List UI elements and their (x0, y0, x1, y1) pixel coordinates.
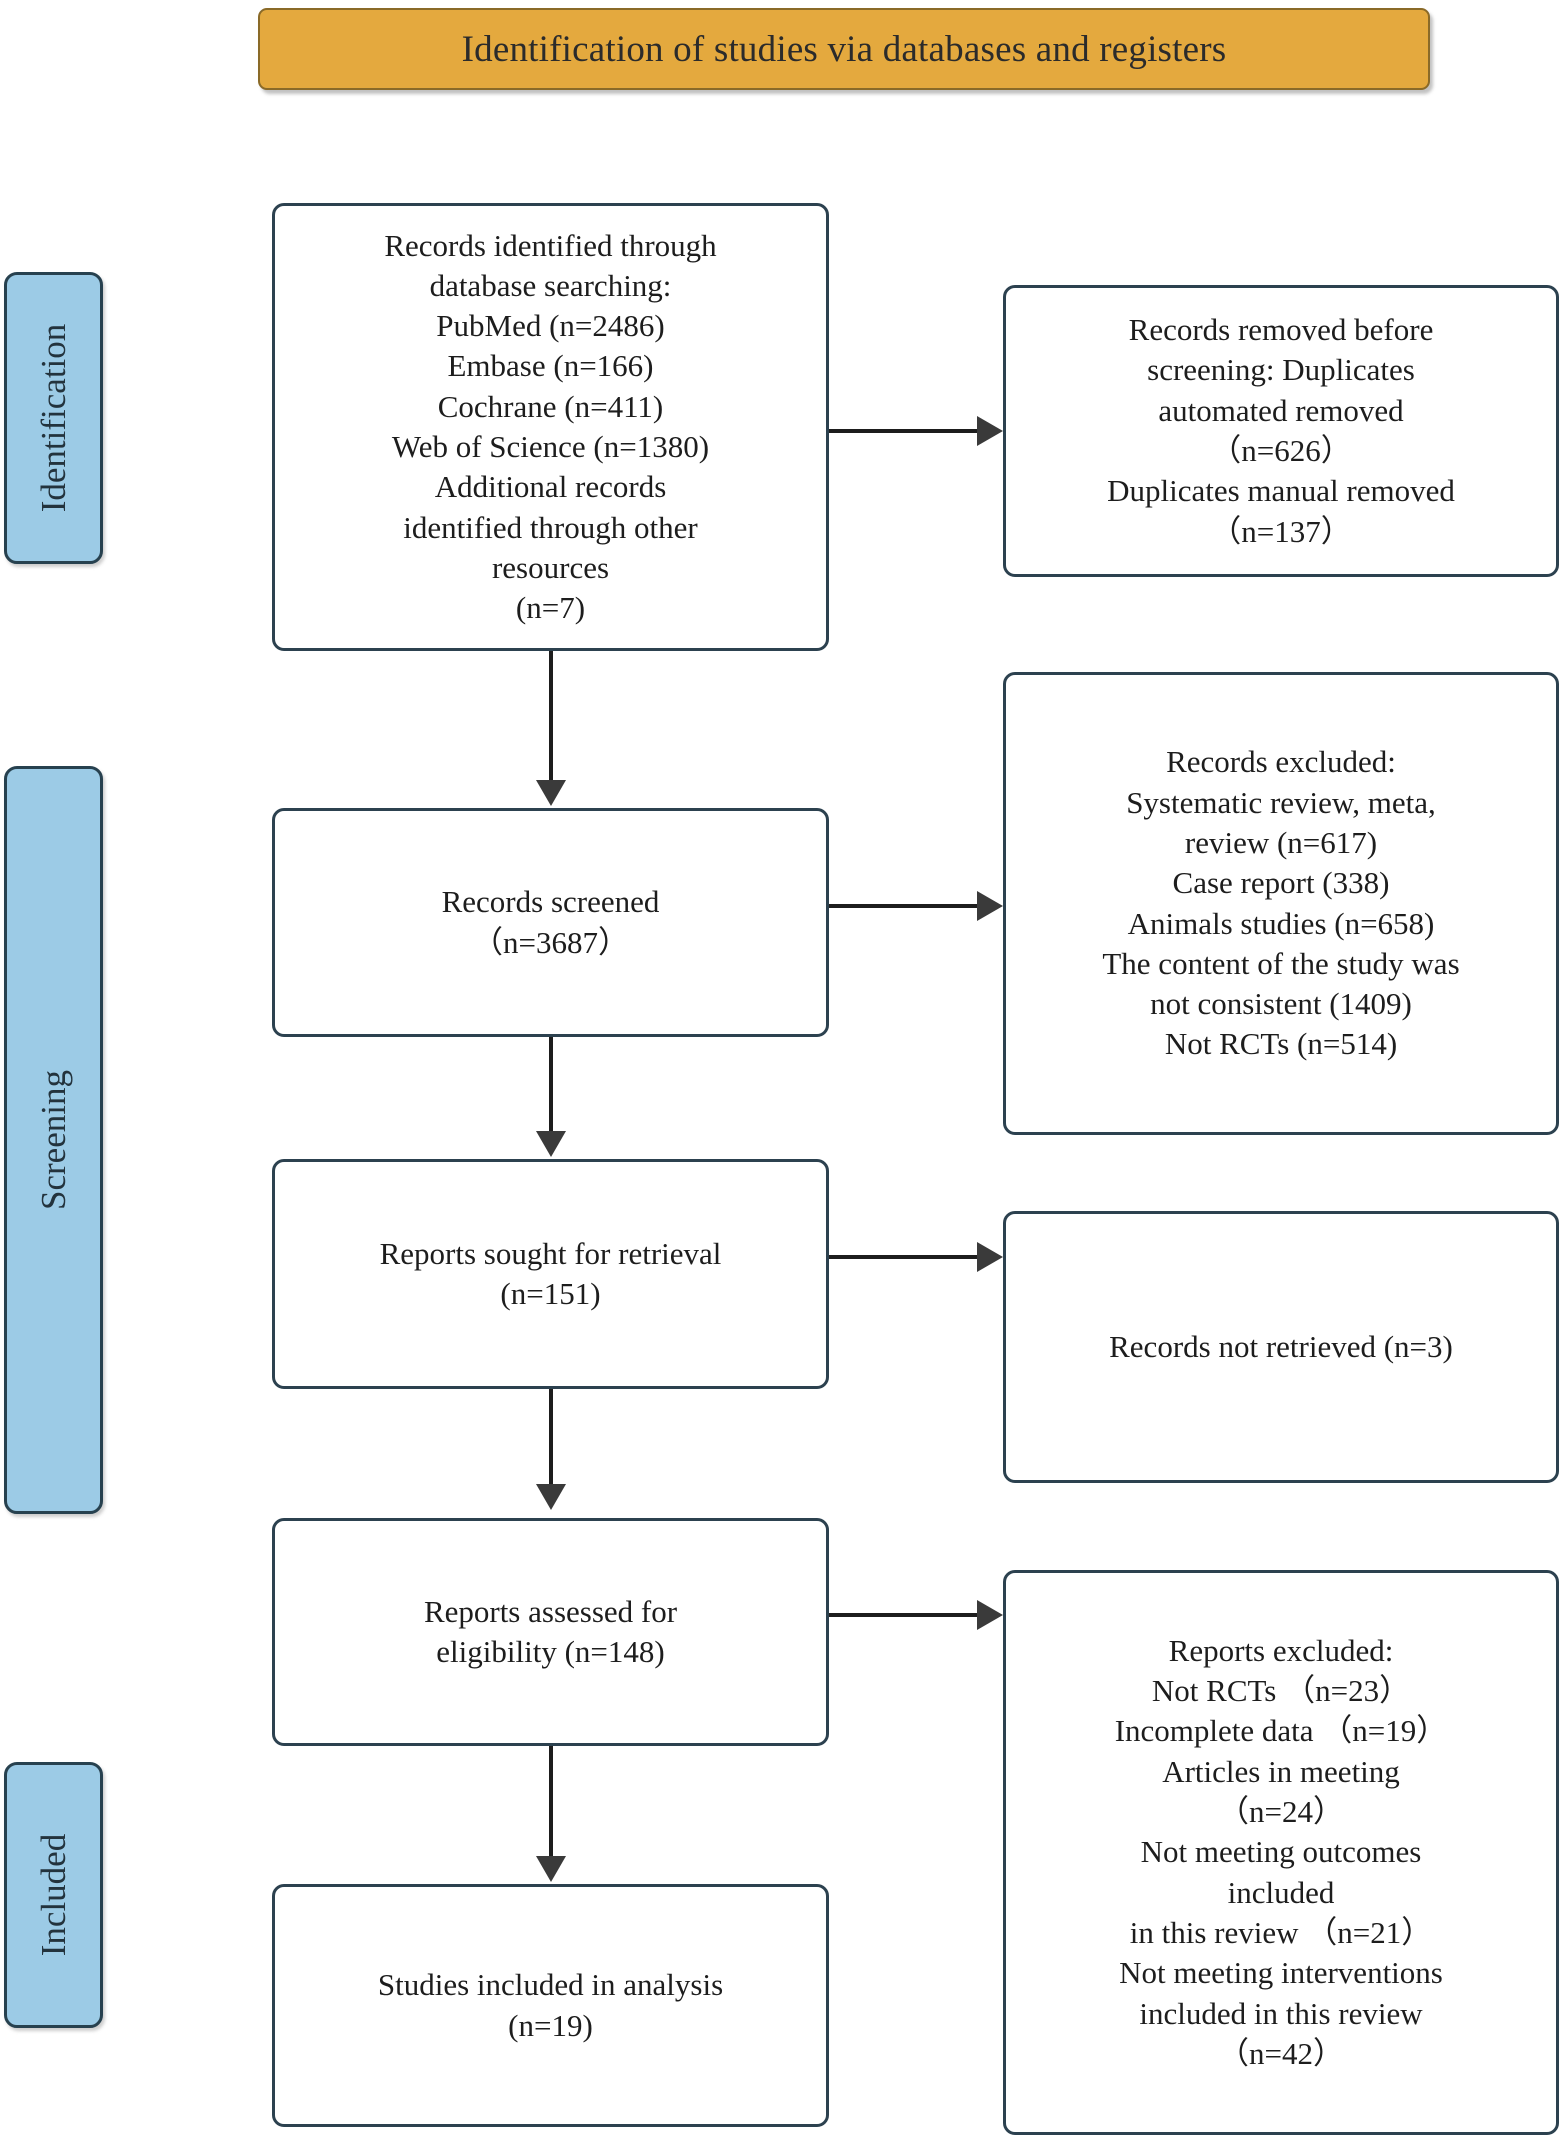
node-records-screened: Records screened（n=3687） (272, 808, 829, 1037)
phase-label-identification: Identification (4, 272, 103, 564)
arrowhead-identified-to-screened (536, 780, 566, 806)
node-reports-excluded: Reports excluded:Not RCTs （n=23）Incomple… (1003, 1570, 1559, 2135)
connector-sought-to-not-retrieved (829, 1255, 979, 1259)
phase-label-screening: Screening (4, 766, 103, 1514)
node-studies-included: Studies included in analysis(n=19) (272, 1884, 829, 2127)
node-records-screened-text: Records screened（n=3687） (441, 884, 660, 960)
phase-label-included-text: Included (33, 1833, 73, 1957)
connector-identified-to-screened (549, 651, 553, 782)
node-reports-sought: Reports sought for retrieval(n=151) (272, 1159, 829, 1389)
connector-assessed-to-included (549, 1746, 553, 1858)
node-reports-sought-text: Reports sought for retrieval(n=151) (379, 1235, 722, 1311)
arrowhead-sought-to-not-retrieved (977, 1242, 1003, 1272)
phase-label-screening-text: Screening (33, 1070, 73, 1210)
node-reports-excluded-text: Reports excluded:Not RCTs （n=23）Incomple… (1114, 1632, 1448, 2071)
node-records-excluded-text: Records excluded:Systematic review, meta… (1102, 744, 1460, 1062)
connector-assessed-to-reports-excluded (829, 1613, 979, 1617)
phase-label-identification-text: Identification (33, 323, 73, 513)
diagram-title-text: Identification of studies via databases … (461, 28, 1227, 70)
arrowhead-screened-to-sought (536, 1131, 566, 1157)
connector-identified-to-removed (829, 429, 979, 433)
node-records-not-retrieved-text: Records not retrieved (n=3) (1109, 1328, 1453, 1364)
connector-screened-to-sought (549, 1037, 553, 1133)
arrowhead-identified-to-removed (977, 416, 1003, 446)
node-records-excluded: Records excluded:Systematic review, meta… (1003, 672, 1559, 1135)
connector-screened-to-excluded (829, 904, 979, 908)
arrowhead-sought-to-assessed (536, 1484, 566, 1510)
phase-label-included: Included (4, 1762, 103, 2028)
node-studies-included-text: Studies included in analysis(n=19) (377, 1967, 724, 2043)
node-records-not-retrieved: Records not retrieved (n=3) (1003, 1211, 1559, 1483)
connector-sought-to-assessed (549, 1389, 553, 1486)
arrowhead-assessed-to-included (536, 1856, 566, 1882)
arrowhead-assessed-to-reports-excluded (977, 1600, 1003, 1630)
arrowhead-screened-to-excluded (977, 891, 1003, 921)
diagram-title-banner: Identification of studies via databases … (258, 8, 1430, 90)
